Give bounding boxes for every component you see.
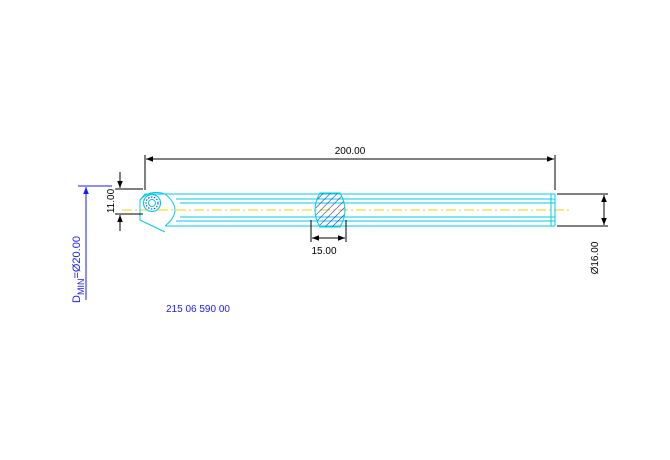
min-diameter-subscript: MIN [76,279,86,296]
min-diameter-label: DMIN=Ø20.00 [71,236,86,303]
min-diameter-value: =Ø20.00 [71,236,83,279]
diameter-label: Ø16.00 [590,241,601,274]
min-diameter-dimension [78,185,112,300]
shaft-body [139,192,556,233]
height-dimension [115,172,143,231]
hatched-section [314,192,346,228]
length-dimension-label: 200.00 [335,146,366,157]
length-dimension [144,155,556,190]
height-dimension-label: 11.00 [106,188,117,213]
diameter-dimension [557,193,608,227]
flat-width-dimension [310,220,347,242]
flat-width-label: 15.00 [311,246,336,257]
part-number: 215 06 590 00 [166,304,230,315]
head-bead [142,193,162,213]
min-diameter-prefix: D [71,295,83,303]
